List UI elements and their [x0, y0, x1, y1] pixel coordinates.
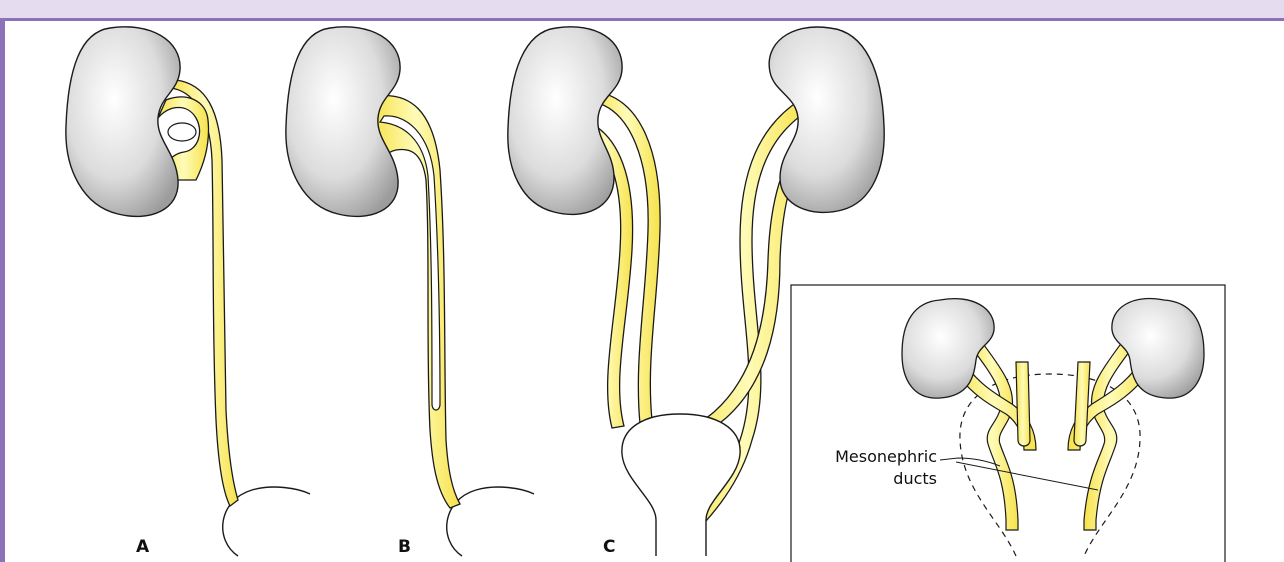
mesonephric-label-line1: Mesonephric	[805, 446, 937, 468]
ureter-split-a	[168, 123, 196, 141]
panel-a	[66, 27, 310, 556]
panel-b	[286, 27, 534, 556]
panel-label-a: A	[136, 537, 149, 557]
kidney-c-left	[508, 27, 622, 215]
inset-panel	[791, 285, 1225, 562]
panel-label-c: C	[603, 537, 615, 557]
panel-label-b: B	[398, 537, 411, 557]
mesonephric-label-line2: ducts	[805, 468, 937, 490]
mesonephric-ducts-label: Mesonephric ducts	[805, 446, 937, 490]
inset-duct-left-3	[1016, 362, 1030, 446]
kidney-a	[66, 27, 180, 217]
bladder-b	[447, 487, 534, 556]
bladder-c	[622, 414, 740, 556]
